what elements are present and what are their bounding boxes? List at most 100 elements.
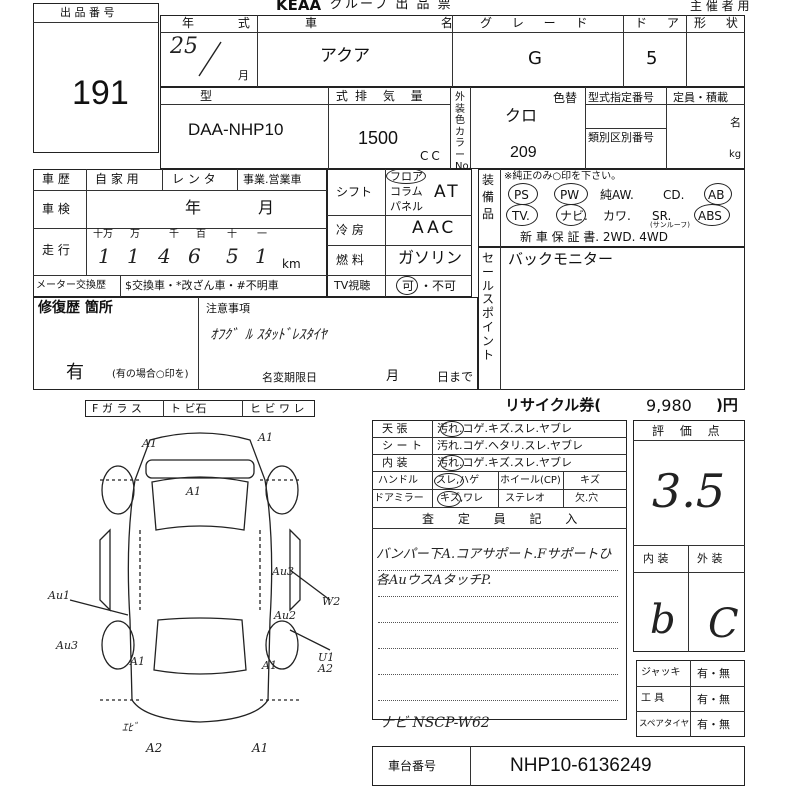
mark-au3-left: Au3 (56, 639, 79, 652)
kg-unit: kg (729, 149, 742, 160)
mark-au3-right: Au3 (272, 565, 295, 578)
tool-label: 工 具 (641, 693, 665, 704)
car-name-label: 車 名 (305, 16, 513, 30)
doors-label: ド ア (635, 16, 687, 30)
mileage-digit-3: 4 (158, 244, 171, 268)
month-unit: 月 (238, 69, 249, 82)
inspection-month-unit: 月 (258, 198, 275, 217)
body-shape-label: 形 状 (694, 16, 746, 30)
organizer-copy-label: 主 催 者 用 (690, 0, 750, 13)
exterior-grade: C (708, 601, 739, 647)
meter-change-options: $交換車・*改ざん車・#不明車 (125, 279, 279, 292)
equip-sunroof: SR. (652, 209, 672, 223)
tv-label: TV視聴 (334, 279, 371, 292)
chassis-block (372, 746, 745, 786)
mark-a1-rear: A1 (262, 659, 277, 672)
overall-score: 3.5 (652, 464, 726, 518)
mileage-unit-100: 百 (196, 229, 206, 240)
history-label: 車 歴 (42, 172, 70, 186)
glass-front: F ガ ラ ス (92, 402, 142, 415)
name-change-month: 月 (386, 369, 400, 384)
seat-options: 汚れ.コゲ.ヘタリ.スレ.ヤブレ (437, 439, 583, 452)
mark-a1-bumper: A1 (252, 741, 269, 755)
chassis-number: NHP10-6136249 (510, 755, 652, 776)
equipment-block (478, 169, 745, 247)
ceiling-label: 天 張 (382, 422, 408, 435)
model-year: 25 (170, 34, 198, 59)
inspector-note-1: バンパー下A.コアサポート.Fサポートひ (376, 547, 612, 562)
year-label: 年 式 (182, 16, 270, 30)
chassis-label: 車台番号 (388, 759, 437, 773)
tv-yes-circle (396, 276, 418, 295)
lot-number-box (33, 3, 159, 153)
mileage-unit-100k: 十万 (93, 229, 113, 240)
interior-dirt-circle (440, 455, 464, 471)
glass-crack: ヒ ビ ワ レ (250, 402, 305, 415)
inspector-note-navi: ナビ NSCP-W62 (380, 715, 490, 731)
car-damage-diagram (69, 432, 331, 723)
wheel-scratch: キズ (580, 475, 600, 486)
recycle-value: 9,980 (646, 396, 692, 415)
exterior-color-side-label: 外装色カラーNo. (455, 92, 472, 172)
ceiling-options: 汚れ.コゲ.キズ.スレ.ヤブレ (437, 422, 572, 435)
sale-point-label: セールスポイント (482, 251, 495, 362)
mark-a1-front-left: A1 (142, 437, 157, 450)
equip-alloy-wheel: 純AW. (600, 188, 634, 202)
ac-label: 冷 房 (336, 223, 364, 237)
mirror-damage: キズ,ワレ (440, 493, 484, 504)
score-block (633, 420, 745, 652)
door-mirror-label: ドアミラー (374, 493, 424, 504)
stereo-missing: 欠.穴 (575, 493, 599, 504)
jack-value: 有・無 (697, 667, 730, 680)
mileage-digit-6: 1 (255, 244, 268, 268)
spare-tire-label: スペアタイヤ (639, 719, 690, 729)
shift-value: AT (434, 182, 461, 202)
notes-label: 注意事項 (206, 302, 250, 315)
mileage-digit-2: 1 (127, 244, 140, 268)
lot-number: 191 (72, 74, 129, 112)
brand-logo: KEAA (276, 0, 322, 14)
inspector-label: 査 定 員 記 入 (422, 512, 588, 526)
handle-label: ハンドル (378, 475, 418, 486)
mileage-unit-1: 一 (257, 229, 267, 240)
displacement-value: 1500 (358, 128, 399, 148)
color-change-label: 色替 (553, 91, 578, 105)
mark-a1-side: A1 (130, 655, 145, 668)
interior-grade: b (650, 597, 676, 643)
mark-a1-front-right: A1 (258, 431, 273, 444)
shift-label: シフト (336, 185, 373, 199)
exterior-grade-label: 外 装 (697, 552, 723, 565)
mark-au1: Au1 (48, 589, 71, 602)
mileage-unit-10: 十 (227, 229, 237, 240)
jack-label: ジャッキ (641, 667, 681, 678)
name-change-day: 日まで (437, 370, 474, 384)
class-number-label: 類別区別番号 (588, 131, 654, 144)
km-unit: km (282, 257, 301, 271)
notes-text: ｵﾌｸ゛ﾙ ｽﾀｯﾄﾞﾚｽﾀｲﾔ (210, 327, 327, 343)
shift-column: コラム (390, 185, 423, 198)
mark-w2: W2 (322, 595, 341, 608)
interior-label: 内 装 (382, 456, 408, 469)
repair-block (33, 297, 478, 390)
recycle-label: リサイクル券( (505, 396, 602, 414)
mileage-digit-5: 5 (226, 244, 239, 268)
repair-label: 修復歴 箇所 (38, 300, 113, 316)
interior-options: 汚れ.コゲ.キズ.スレ.ヤブレ (437, 456, 572, 469)
sunroof-note: (サンルーフ) (650, 221, 691, 229)
cc-unit: CC (420, 149, 443, 163)
glass-chip: ト ビ石 (170, 402, 207, 415)
equip-leather: カワ. (603, 209, 631, 223)
tool-value: 有・無 (697, 693, 730, 706)
history-private: 自 家 用 (95, 172, 139, 186)
interior-grade-label: 内 装 (643, 552, 669, 565)
mileage-label: 走 行 (42, 243, 70, 257)
spare-tire-value: 有・無 (697, 718, 730, 731)
shift-floor-circle (386, 168, 426, 184)
model-code-label: 型 式 (200, 89, 408, 103)
handle-wear-circle (434, 473, 464, 489)
model-code: DAA-NHP10 (188, 120, 284, 139)
equip-warranty-drive: 新 車 保 証 書. 2WD. 4WD (520, 230, 668, 244)
mark-au2: Au2 (274, 609, 297, 622)
lot-number-label: 出 品 番 号 (60, 6, 115, 19)
